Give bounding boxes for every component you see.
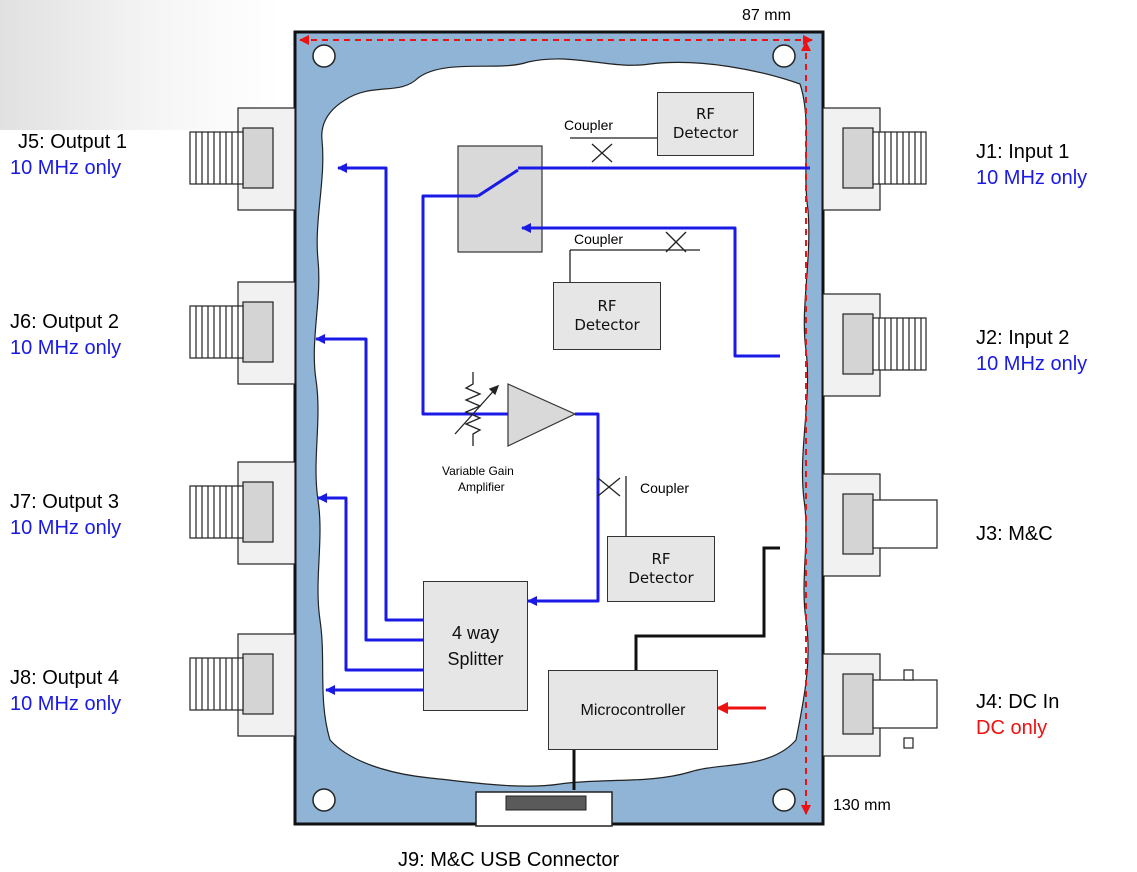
connector-j4 (822, 653, 938, 757)
mount-hole-tr (772, 44, 796, 68)
mount-hole-bl (312, 788, 336, 812)
microcontroller-label: Microcontroller (580, 701, 686, 719)
j3-label: J3: M&C (976, 523, 1053, 545)
rf-detector-mid: RF Detector (553, 282, 661, 350)
connector-j6 (189, 281, 296, 385)
mount-hole-br (772, 788, 796, 812)
splitter-line1: 4 way (451, 623, 500, 643)
connector-j1 (822, 107, 927, 211)
rf-paths (315, 163, 810, 695)
j6-note: 10 MHz only (10, 337, 122, 359)
connector-j5 (189, 107, 296, 211)
microcontroller-block: Microcontroller (548, 670, 718, 750)
rf-detector-top-line2: Detector (672, 124, 739, 142)
j4-label: J4: DC In (976, 691, 1060, 713)
j1-note: 10 MHz only (976, 167, 1088, 189)
variable-resistor (454, 372, 500, 446)
connector-j9 (475, 791, 613, 827)
rf-detector-low-line1: RF (651, 550, 671, 568)
width-dimension-label: 87 mm (742, 7, 791, 24)
amplifier-triangle (507, 383, 577, 447)
j6-label: J6: Output 2 (10, 311, 119, 333)
j9-label: J9: M&C USB Connector (398, 849, 620, 871)
splitter-block: 4 way Splitter (423, 581, 528, 711)
mount-hole-tl (312, 44, 336, 68)
j5-note: 10 MHz only (10, 157, 122, 179)
j2-note: 10 MHz only (976, 353, 1088, 375)
connector-j7 (189, 461, 296, 565)
connector-j3 (822, 473, 938, 577)
j8-label: J8: Output 4 (10, 667, 119, 689)
background-fade (0, 0, 280, 130)
connector-j2 (822, 293, 927, 397)
j8-note: 10 MHz only (10, 693, 122, 715)
rf-detector-mid-line2: Detector (574, 316, 640, 334)
rf-detector-low-line2: Detector (628, 569, 694, 587)
vga-label-line2: Amplifier (458, 480, 505, 494)
coupler-top-label: Coupler (564, 117, 614, 133)
coupler-mid-label: Coupler (574, 231, 624, 247)
j4-note: DC only (976, 717, 1048, 739)
control-lines (572, 546, 780, 790)
coupler-top-symbol (570, 137, 658, 163)
rf-detector-top-line1: RF (695, 105, 716, 123)
j7-note: 10 MHz only (10, 517, 122, 539)
input-switch (457, 145, 543, 253)
j1-label: J1: Input 1 (976, 141, 1070, 163)
rf-detector-low: RF Detector (607, 536, 715, 602)
rf-detector-mid-line1: RF (597, 297, 617, 315)
j2-label: J2: Input 2 (976, 327, 1070, 349)
connector-j8 (189, 633, 296, 737)
splitter-line2: Splitter (447, 649, 504, 669)
j7-label: J7: Output 3 (10, 491, 119, 513)
coupler-mid-symbol (569, 231, 700, 282)
switch-lever (477, 168, 519, 198)
vga-label-line1: Variable Gain (442, 464, 514, 478)
j5-label: J5: Output 1 (18, 131, 127, 153)
coupler-low-symbol (597, 476, 627, 536)
rf-detector-top: RF Detector (657, 92, 754, 156)
height-dimension-label: 130 mm (833, 797, 891, 814)
coupler-low-label: Coupler (640, 480, 690, 496)
